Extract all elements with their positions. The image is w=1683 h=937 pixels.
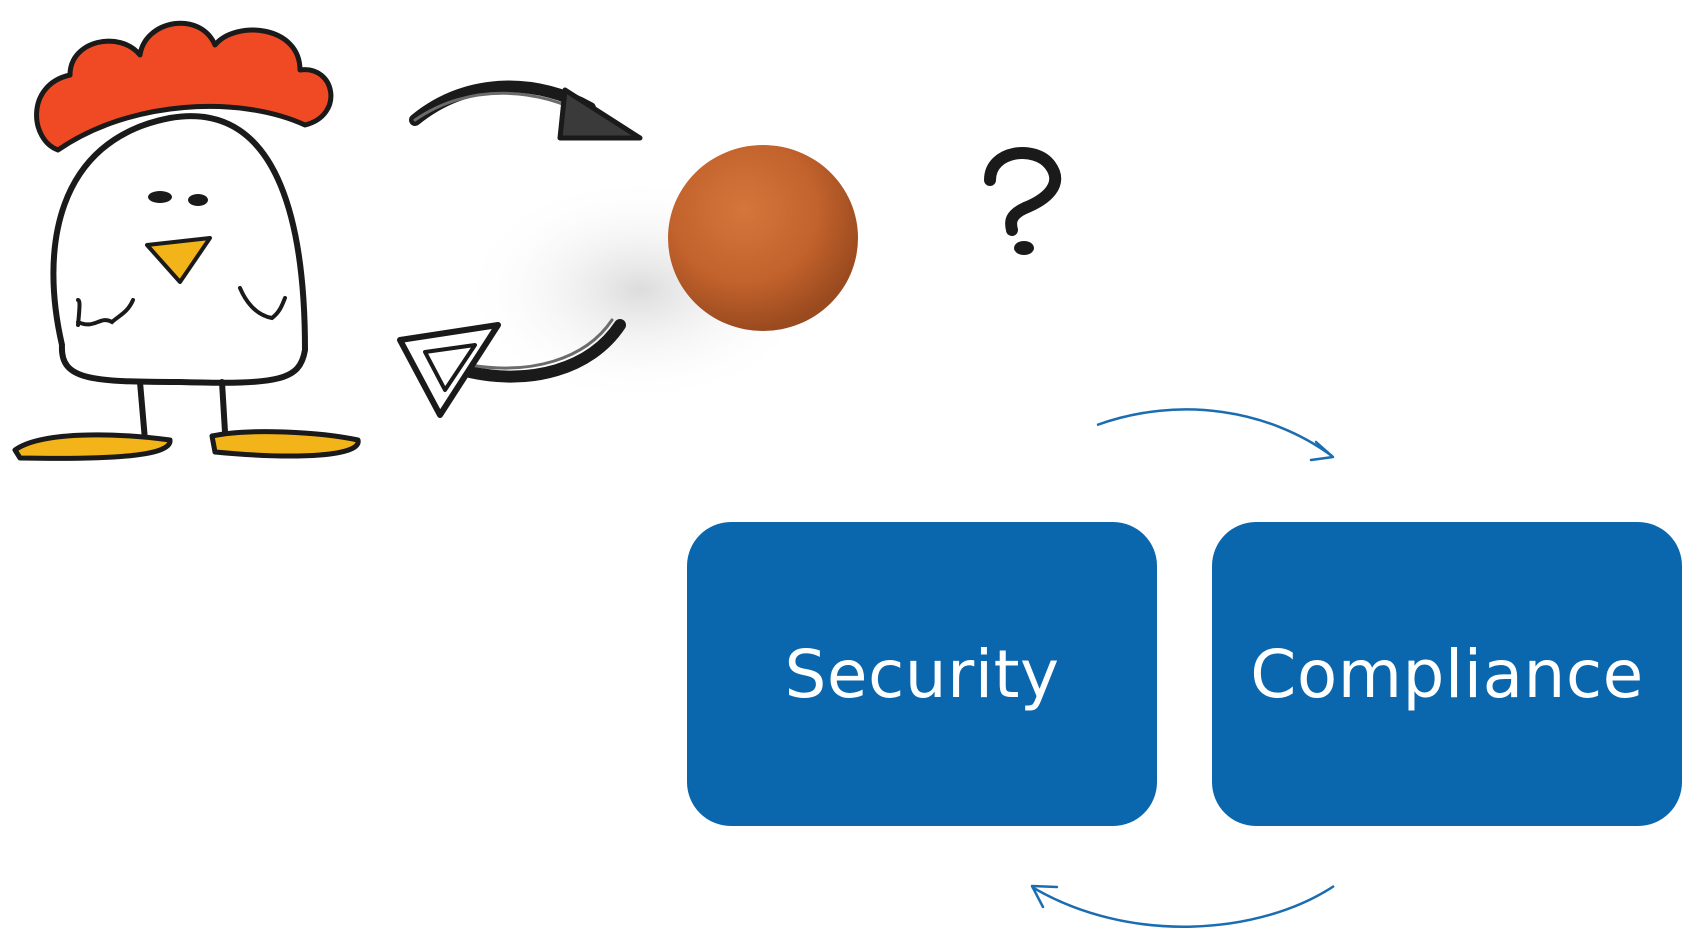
compliance-box: Compliance [1212,522,1682,826]
chicken-icon [12,20,361,461]
question-mark-icon [984,147,1062,255]
sketch-cycle-arrows-icon [397,80,643,418]
egg-icon [460,145,858,405]
security-label: Security [784,635,1060,713]
security-box: Security [687,522,1157,826]
compliance-label: Compliance [1250,635,1644,713]
